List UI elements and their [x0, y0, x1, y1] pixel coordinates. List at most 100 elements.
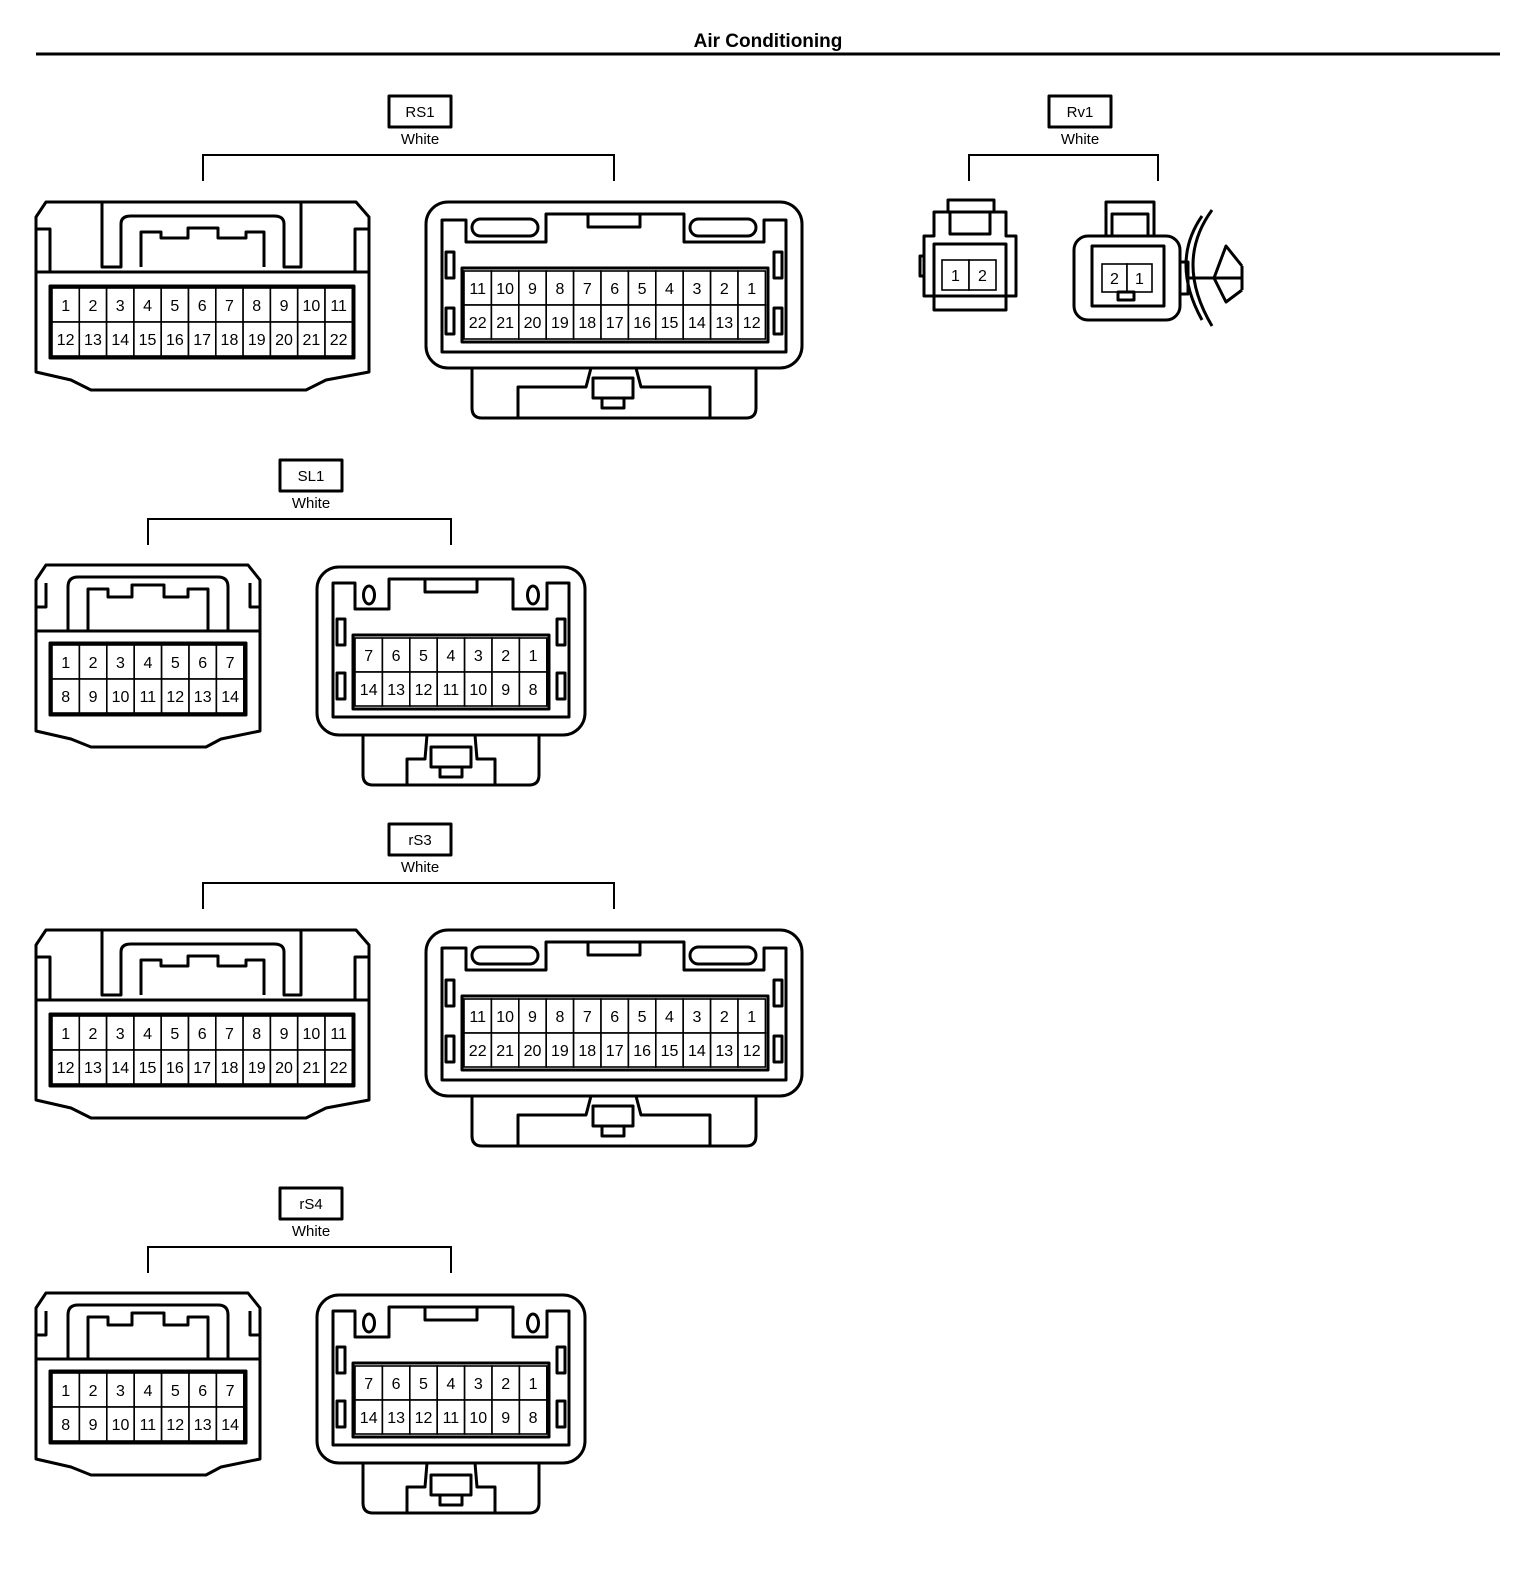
locking-frame [66, 575, 230, 631]
pin-cell [1126, 263, 1153, 293]
pin-number: 20 [524, 315, 542, 332]
pin-cell [354, 671, 384, 707]
pin-number: 12 [57, 1060, 75, 1077]
key-tab [586, 212, 642, 229]
guide-hole [362, 584, 376, 606]
side-rib [444, 306, 456, 336]
pin-number: 11 [469, 281, 486, 298]
connector-color: White [292, 1223, 330, 1240]
connector-color: White [401, 859, 439, 876]
pin-number: 12 [743, 315, 761, 332]
pin-number: 13 [715, 315, 733, 332]
pin-number: 13 [387, 682, 405, 699]
pin-cell [627, 304, 657, 340]
side-rib [772, 250, 784, 280]
pin-number: 6 [610, 281, 619, 298]
pin-number: 9 [528, 281, 537, 298]
pin-number: 1 [61, 1026, 70, 1043]
connector-code: SL1 [298, 468, 325, 485]
pin-number: 14 [111, 1060, 129, 1077]
pin-cell [296, 1015, 326, 1051]
clip-arrow [1188, 244, 1244, 304]
pin-number: 13 [194, 689, 212, 706]
pin-number: 3 [692, 1009, 701, 1026]
side-rib [555, 617, 567, 647]
pin-cell [78, 321, 108, 357]
pin-number: 5 [170, 298, 179, 315]
pin-number: 8 [555, 281, 564, 298]
pin-number: 1 [529, 1376, 538, 1393]
pin-number: 6 [198, 298, 207, 315]
pin-cell [51, 1049, 81, 1085]
pin-number: 21 [302, 1060, 320, 1077]
pin-number: 17 [606, 1043, 624, 1060]
pin-number: 5 [170, 1026, 179, 1043]
pin-cell [941, 259, 970, 291]
connector-code: Rv1 [1067, 104, 1094, 121]
pin-cell [215, 678, 245, 714]
pin-cell [187, 287, 217, 323]
pin-number: 3 [116, 1026, 125, 1043]
connector-code-box [387, 94, 453, 129]
pin-number: 2 [978, 268, 987, 285]
side-rib [555, 671, 567, 701]
pin-number: 10 [302, 298, 320, 315]
pin-cell [51, 1015, 81, 1051]
pin-number: 12 [57, 332, 75, 349]
side-rib [555, 1345, 567, 1375]
pin-cell [269, 1015, 299, 1051]
pin-number: 15 [139, 332, 157, 349]
pin-cell [296, 321, 326, 357]
connector-color: White [401, 131, 439, 148]
side-rib [335, 1399, 347, 1429]
side-key [918, 254, 924, 278]
connector-code-box [387, 822, 453, 857]
lock-frame [948, 212, 992, 236]
pin-cell [490, 270, 520, 306]
clip-arc [1184, 215, 1204, 321]
pin-cell [354, 637, 384, 673]
pin-number: 11 [330, 1026, 347, 1043]
pin-number: 2 [1110, 271, 1119, 288]
pin-cell [600, 304, 630, 340]
pin-number: 8 [61, 689, 70, 706]
pin-number: 6 [198, 1383, 207, 1400]
pin-number: 9 [89, 1417, 98, 1434]
pin-number: 10 [112, 689, 130, 706]
pin-cell [518, 1365, 548, 1401]
pin-number: 1 [61, 655, 70, 672]
pin-number: 5 [638, 281, 647, 298]
pin-number: 21 [496, 1043, 514, 1060]
pin-cell [160, 1015, 190, 1051]
pin-number: 12 [166, 689, 184, 706]
latch-button [429, 1473, 473, 1497]
pin-cell [490, 998, 520, 1034]
pin-number: 6 [198, 655, 207, 672]
pin-cell [1101, 263, 1128, 293]
pin-cell [490, 304, 520, 340]
pin-number: 14 [360, 1410, 378, 1427]
pin-number: 7 [364, 1376, 373, 1393]
pin-number: 3 [116, 298, 125, 315]
side-rib [555, 1399, 567, 1429]
pin-number: 7 [225, 1026, 234, 1043]
pin-number: 13 [387, 1410, 405, 1427]
lock-tab [946, 198, 996, 212]
pin-cell [436, 1399, 466, 1435]
pin-number: 18 [221, 332, 239, 349]
pin-cell [463, 304, 493, 340]
pin-number: 15 [661, 315, 679, 332]
latch-button [591, 1104, 635, 1128]
connector-code: RS1 [405, 104, 434, 121]
pin-number: 2 [88, 298, 97, 315]
pin-number: 2 [89, 655, 98, 672]
latch-rail [516, 1095, 712, 1146]
pin-number: 3 [692, 281, 701, 298]
pin-cell [463, 671, 493, 707]
pin-number: 10 [496, 281, 514, 298]
side-rib [335, 617, 347, 647]
pin-number: 2 [501, 1376, 510, 1393]
